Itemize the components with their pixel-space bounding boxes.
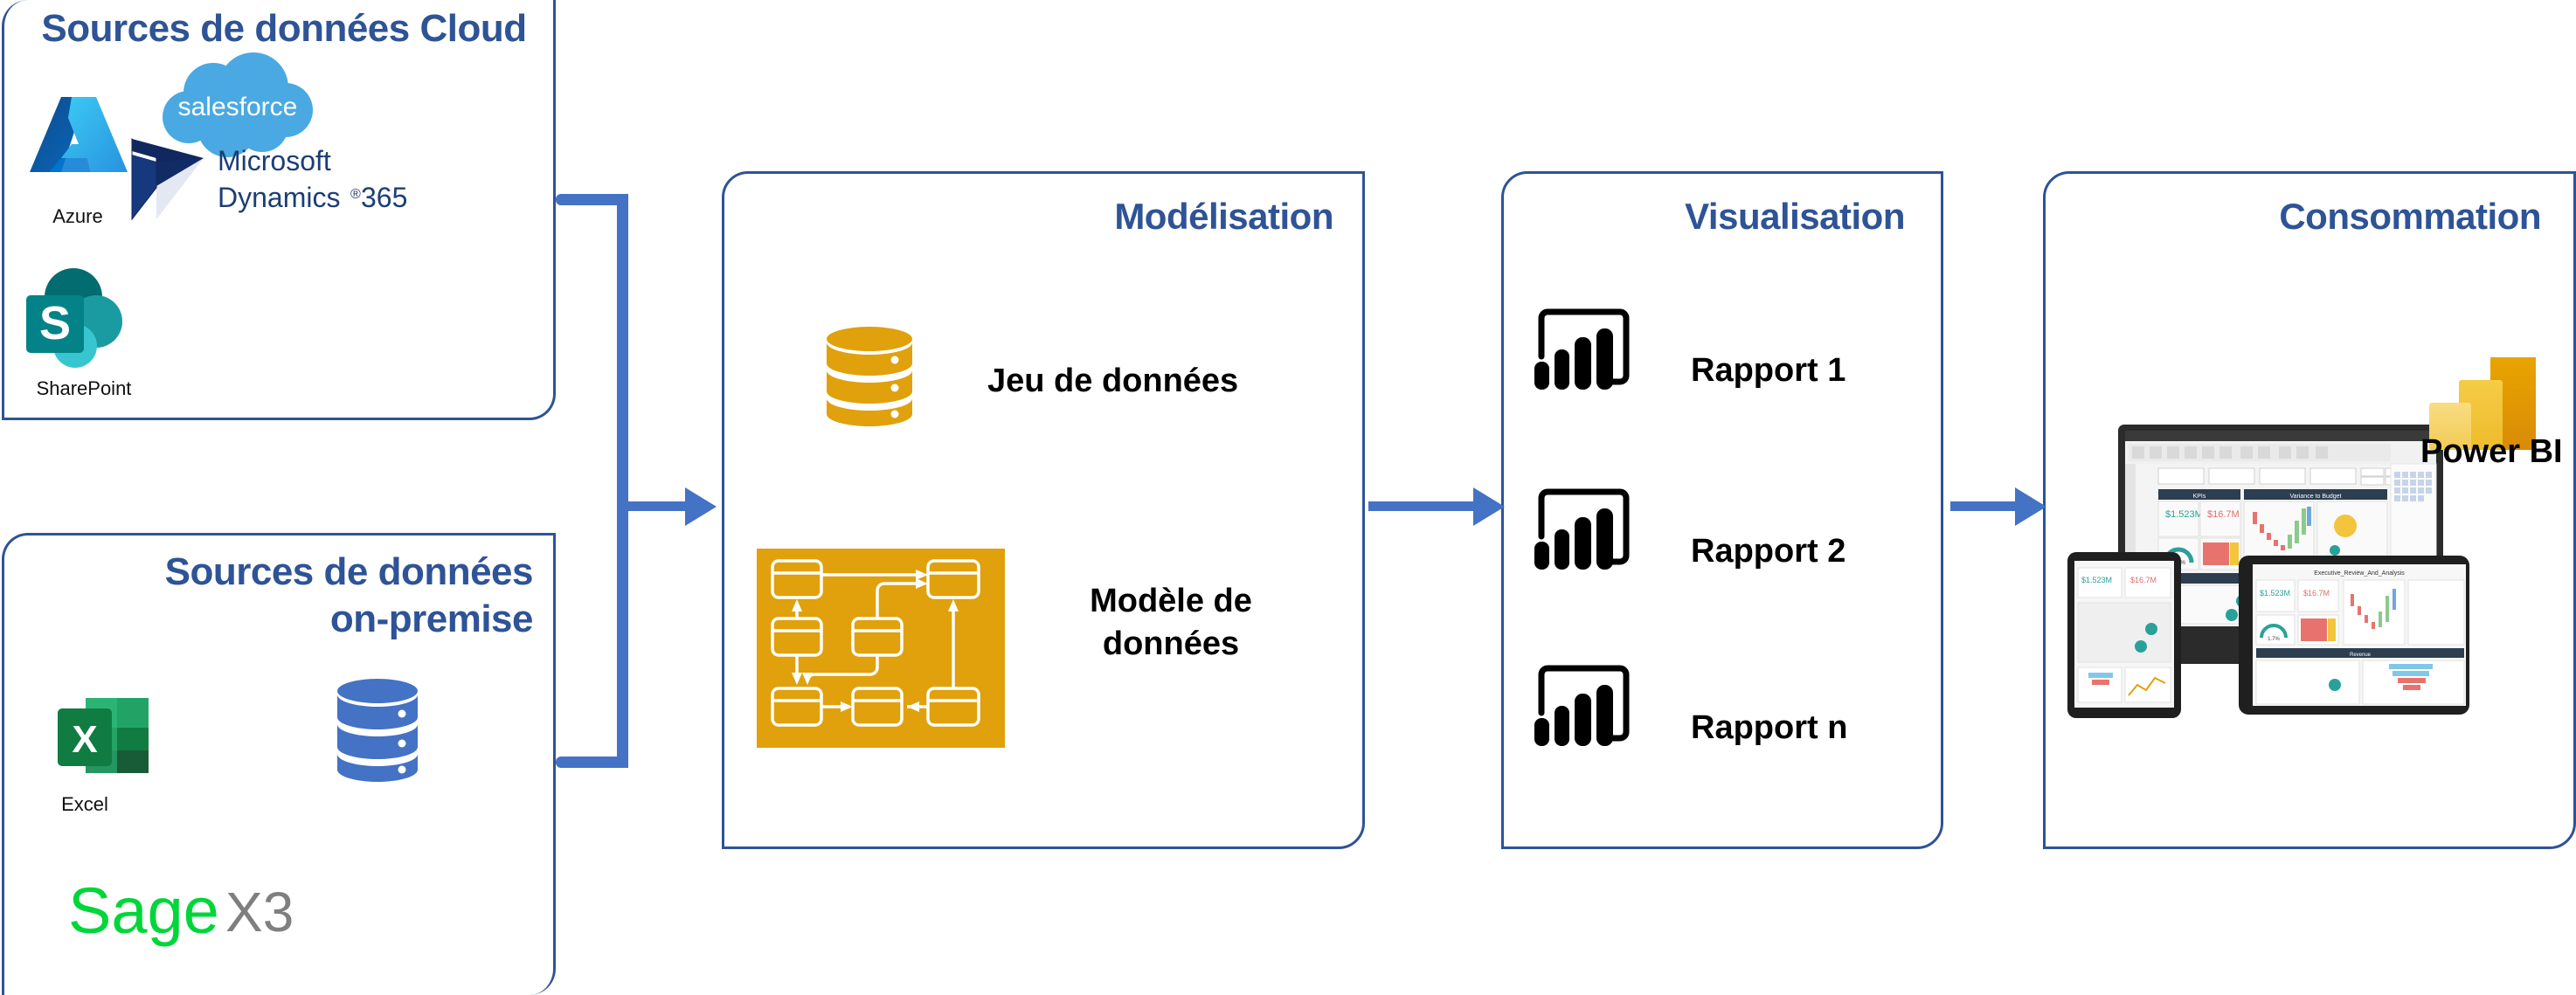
excel-logo: X xyxy=(51,694,169,795)
report-n-label: Rapport n xyxy=(1691,709,1848,746)
panel-title-onpremise-line2: on-premise xyxy=(329,597,534,640)
arrow-modelisation-to-visualisation-line xyxy=(1368,501,1473,511)
data-model-icon xyxy=(757,549,1005,748)
dynamics365-logo-dynamics: Dynamics xyxy=(218,182,340,213)
arrow-visualisation-to-consommation-head xyxy=(2015,487,2046,526)
power-bi-report-icon xyxy=(1529,664,1631,751)
panel-title-visualisation: Visualisation xyxy=(1685,196,1905,237)
salesforce-logo: salesforce xyxy=(150,52,325,166)
panel-title-consommation: Consommation xyxy=(2279,196,2541,237)
dynamics365-logo-365: 365 xyxy=(361,182,407,213)
sage-x3-logo: Sage X3 xyxy=(68,874,348,952)
panel-title-onpremise: Sources de données on-premise xyxy=(35,549,534,642)
arrow-visualisation-to-consommation-line xyxy=(1950,501,2015,511)
panel-title-onpremise-line1: Sources de données xyxy=(164,550,534,593)
excel-logo-letter: X xyxy=(72,718,97,761)
dynamics365-logo-registered: ® xyxy=(350,187,361,202)
svg-text:$16.7M: $16.7M xyxy=(2303,589,2330,598)
sharepoint-logo: S xyxy=(19,262,133,376)
power-bi-devices-mockup: KPIs $1.523M $16.7M 1.7% Variance to Bud… xyxy=(2067,423,2469,737)
svg-text:$1.523M: $1.523M xyxy=(2081,576,2112,584)
data-model-label-line2: données xyxy=(1102,625,1240,663)
dynamics365-logo: Microsoft Dynamics ® 365 xyxy=(127,135,415,223)
svg-text:$16.7M: $16.7M xyxy=(2130,576,2157,584)
svg-text:1.7%: 1.7% xyxy=(2268,637,2280,642)
svg-text:Revenue: Revenue xyxy=(2350,653,2372,658)
arrow-sources-to-modelisation-head xyxy=(685,487,717,526)
power-bi-report-icon xyxy=(1529,487,1631,575)
dynamics365-logo-microsoft: Microsoft xyxy=(218,145,331,176)
power-bi-label: Power BI xyxy=(2420,433,2563,470)
connector-stub-onpremise xyxy=(556,757,627,768)
report-2-label: Rapport 2 xyxy=(1691,533,1846,570)
dataset-cylinder-icon xyxy=(821,325,918,432)
svg-text:$1.523M: $1.523M xyxy=(2165,509,2203,520)
svg-text:$16.7M: $16.7M xyxy=(2207,509,2240,520)
report-1-label: Rapport 1 xyxy=(1691,352,1846,389)
connector-stub-cloud xyxy=(556,194,627,205)
svg-text:Executive_Review_And_Analysis: Executive_Review_And_Analysis xyxy=(2314,570,2405,577)
data-model-label: Modèle de données xyxy=(1049,580,1293,667)
svg-text:KPIs: KPIs xyxy=(2193,494,2206,500)
sage-logo-text: Sage xyxy=(68,874,219,947)
data-model-label-line1: Modèle de xyxy=(1090,583,1252,619)
azure-logo xyxy=(26,92,131,205)
power-bi-logo-icon xyxy=(2422,354,2545,457)
x3-logo-text: X3 xyxy=(225,881,294,943)
svg-text:Variance to Budget: Variance to Budget xyxy=(2289,494,2341,500)
panel-title-cloud: Sources de données Cloud xyxy=(41,7,527,50)
sharepoint-logo-letter: S xyxy=(39,297,71,349)
database-icon xyxy=(332,677,424,786)
connector-vertical-trunk xyxy=(617,194,628,768)
azure-logo-caption: Azure xyxy=(52,205,103,227)
panel-title-modelisation: Modélisation xyxy=(1114,196,1333,237)
power-bi-report-icon xyxy=(1529,307,1631,395)
arrow-sources-to-modelisation-line xyxy=(617,501,685,511)
salesforce-logo-text: salesforce xyxy=(178,93,298,121)
excel-logo-caption: Excel xyxy=(61,793,108,815)
arrow-modelisation-to-visualisation-head xyxy=(1473,487,1505,526)
dataset-label: Jeu de données xyxy=(987,363,1239,399)
sharepoint-logo-caption: SharePoint xyxy=(36,377,132,399)
svg-text:$1.523M: $1.523M xyxy=(2260,589,2290,598)
